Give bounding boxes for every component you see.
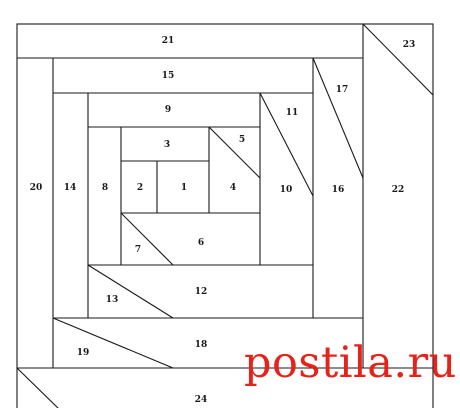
watermark: postila.ru [244,338,457,388]
piece-label-1: 1 [180,183,188,193]
piece-label-16: 16 [331,185,345,195]
piece-label-6: 6 [197,238,205,248]
outer-border [16,23,434,408]
piece-label-22: 22 [391,185,405,195]
piece-label-4: 4 [229,183,237,193]
piece-label-14: 14 [63,183,77,193]
piece-label-7: 7 [134,245,142,255]
piece-label-8: 8 [101,183,109,193]
piece-label-21: 21 [161,36,175,46]
piece-label-9: 9 [164,105,172,115]
piece-label-12: 12 [194,287,208,297]
piece-label-18: 18 [194,340,208,350]
piece-label-3: 3 [163,140,171,150]
piece-label-19: 19 [76,348,90,358]
piece-label-24: 24 [194,395,208,405]
piece-label-13: 13 [105,295,119,305]
piece-label-15: 15 [161,71,175,81]
piece-label-17: 17 [335,85,349,95]
piece-label-10: 10 [279,185,293,195]
piece-label-2: 2 [136,183,144,193]
piece-label-20: 20 [29,183,43,193]
piece-label-11: 11 [285,108,299,118]
piece-label-5: 5 [238,135,246,145]
piece-label-23: 23 [402,40,416,50]
